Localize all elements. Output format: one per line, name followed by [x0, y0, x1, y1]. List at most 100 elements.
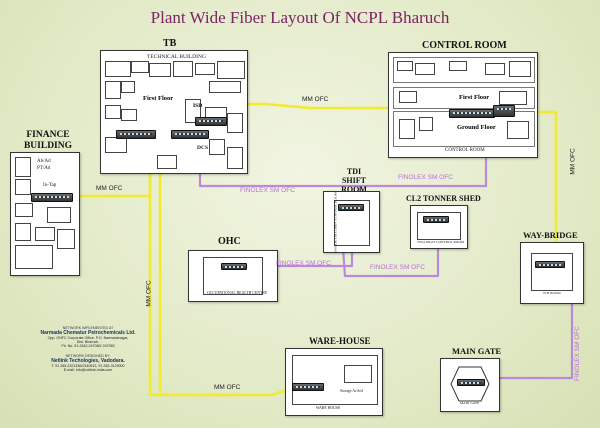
finance-label: FINANCE BUILDING: [23, 130, 73, 151]
control-room-room: [399, 119, 415, 139]
credits-block: NETWORK IMPLEMENTED AT Narmada Chematur …: [28, 326, 148, 372]
mm-link-tb-warehouse: [148, 156, 294, 397]
ohc-network-switch: [221, 263, 247, 270]
control-room-room: [449, 61, 467, 71]
waybridge-room: [531, 253, 573, 291]
tb-room: [209, 81, 241, 93]
finance-room: [47, 207, 71, 223]
tb-room: [209, 139, 225, 155]
finance-network-switch: [31, 193, 73, 202]
tb-room: [105, 61, 131, 77]
waybridge-caption: W.B ROOM: [543, 291, 561, 295]
cable-label-mm-warehouse: MM OFC: [214, 384, 241, 391]
finance-room: [57, 229, 75, 249]
finance-room: [35, 227, 55, 241]
maingate-building: MAIN GATE: [440, 358, 500, 412]
credit-phone1: Ph. No. 91-2642-247080/ 247083: [61, 344, 115, 348]
tb-first-floor-label: First Floor: [143, 95, 174, 102]
cable-label-mm-cr-vertical: MM OFC: [569, 148, 577, 175]
warehouse-network-switch: [292, 383, 324, 391]
cable-label-sm-cl2: FINOLEX SM OFC: [398, 174, 453, 181]
cable-label-mm-finance: MM OFC: [96, 185, 123, 192]
warehouse-caption: WARE HOUSE: [316, 406, 341, 410]
maingate-network-switch: [457, 379, 485, 386]
control-room-footer: CONTROL ROOM: [445, 148, 485, 153]
maingate-caption: MAIN GATE: [460, 401, 480, 405]
control-room-room: [509, 61, 531, 77]
control-room-network-switch: [493, 105, 515, 117]
tb-room: [121, 109, 137, 121]
tb-room: [105, 137, 127, 153]
ohc-caption: OCCUPATIONAL HEALTH CENTRE: [207, 291, 268, 295]
finance-building: Ab/Ad PT/Ad In-Tap: [10, 152, 80, 276]
ohc-building: OCCUPATIONAL HEALTH CENTRE: [188, 250, 278, 302]
credit-phone2: T. 91 265-2321336/2340513, 91 265-312900…: [51, 364, 125, 368]
cable-label-sm-tdi: FINOLEX SM OFC: [240, 187, 295, 194]
finance-room: [15, 179, 31, 195]
tb-isd-label: ISD: [193, 103, 203, 109]
warehouse-building: Storage Ar.Sed WARE HOUSE: [285, 348, 383, 416]
credit-company: Narmada Chematur Petrochemicals Ltd.: [40, 330, 136, 336]
tdi-building: INSIDE TDI LOBBY CONTROL ROOM: [323, 191, 380, 253]
control-room-room: [419, 117, 433, 131]
warehouse-note: Storage Ar.Sed: [340, 389, 363, 393]
control-room-room: [399, 91, 417, 103]
control-room-ground-floor-label: Ground Floor: [457, 124, 496, 131]
tdi-caption: INSIDE TDI LOBBY CONTROL ROOM: [333, 192, 338, 252]
tb-room: [149, 63, 171, 77]
cl2-caption: TWO DIGIT CONTROL ROOM: [417, 240, 464, 244]
waybridge-network-switch: [535, 261, 565, 268]
control-room-room: [507, 121, 529, 139]
tb-room: [121, 81, 135, 93]
control-room-label: CONTROL ROOM: [422, 40, 507, 51]
cable-label-sm-gate: FINOLEX SM OFC: [573, 326, 581, 381]
finance-room-label: In-Tap: [43, 183, 57, 188]
tb-room: [227, 113, 243, 133]
tb-network-switch: [116, 130, 156, 139]
tb-heading: TECHNICAL BUILDING: [147, 54, 206, 60]
warehouse-label: WARE-HOUSE: [309, 336, 371, 346]
credit-design-heading: NETWORK DESIGNED BY:: [65, 354, 111, 358]
finance-room-label: PT/Ad: [37, 166, 51, 171]
cable-label-mm-tb-cr: MM OFC: [302, 96, 329, 103]
diagram-title: Plant Wide Fiber Layout Of NCPL Bharuch: [150, 8, 450, 27]
control-room-building: First Floor Ground Floor CONTROL ROOM: [388, 52, 538, 158]
tb-room: [105, 105, 121, 119]
credit-designer: Netlink Techologies, Vadodara.: [51, 358, 125, 364]
waybridge-building: W.B ROOM: [520, 242, 584, 304]
tdi-label: TDI SHIFT ROOM: [341, 167, 367, 194]
tb-building: TECHNICAL BUILDING First Floor ISD DCS: [100, 50, 248, 174]
maingate-label: MAIN GATE: [452, 346, 502, 356]
cable-label-sm-cl2-b: FINOLEX SM OFC: [370, 264, 425, 271]
finance-room: [15, 203, 33, 217]
tb-network-switch: [171, 130, 209, 139]
credit-address2: Dist. Bharuch.: [76, 340, 100, 344]
tb-room: [227, 147, 243, 169]
finance-room-label: Ab/Ad: [37, 159, 51, 164]
tb-room: [217, 61, 245, 79]
ohc-label: OHC: [218, 236, 241, 247]
credit-address1: Opp. GNFC Corporate Office, P.O. Narmada…: [47, 336, 129, 340]
control-room-network-switch: [449, 109, 495, 118]
tb-room: [195, 63, 215, 75]
tb-room: [131, 61, 149, 73]
tb-label: TB: [163, 38, 177, 49]
cable-label-sm-ohc: FINOLEX SM OFC: [276, 260, 331, 267]
control-room-room: [499, 91, 527, 105]
tdi-network-switch: [338, 204, 364, 211]
cl2-label: CL2 TONNER SHED: [406, 194, 481, 203]
tb-room: [105, 81, 121, 99]
cl2-network-switch: [423, 216, 449, 223]
finance-room: [15, 157, 31, 177]
credit-impl-heading: NETWORK IMPLEMENTED AT: [62, 326, 114, 330]
finance-room: [15, 223, 31, 241]
cl2-building: TWO DIGIT CONTROL ROOM: [410, 205, 468, 249]
tb-dcs-label: DCS: [197, 145, 209, 151]
cable-label-mm-vertical: MM OFC: [145, 280, 153, 307]
credit-email: E-mail: info@netlink-india.com: [63, 368, 113, 372]
control-room-room: [485, 63, 505, 75]
tb-room: [157, 155, 177, 169]
tb-room: [173, 61, 193, 77]
control-room-first-floor-label: First Floor: [459, 94, 490, 101]
